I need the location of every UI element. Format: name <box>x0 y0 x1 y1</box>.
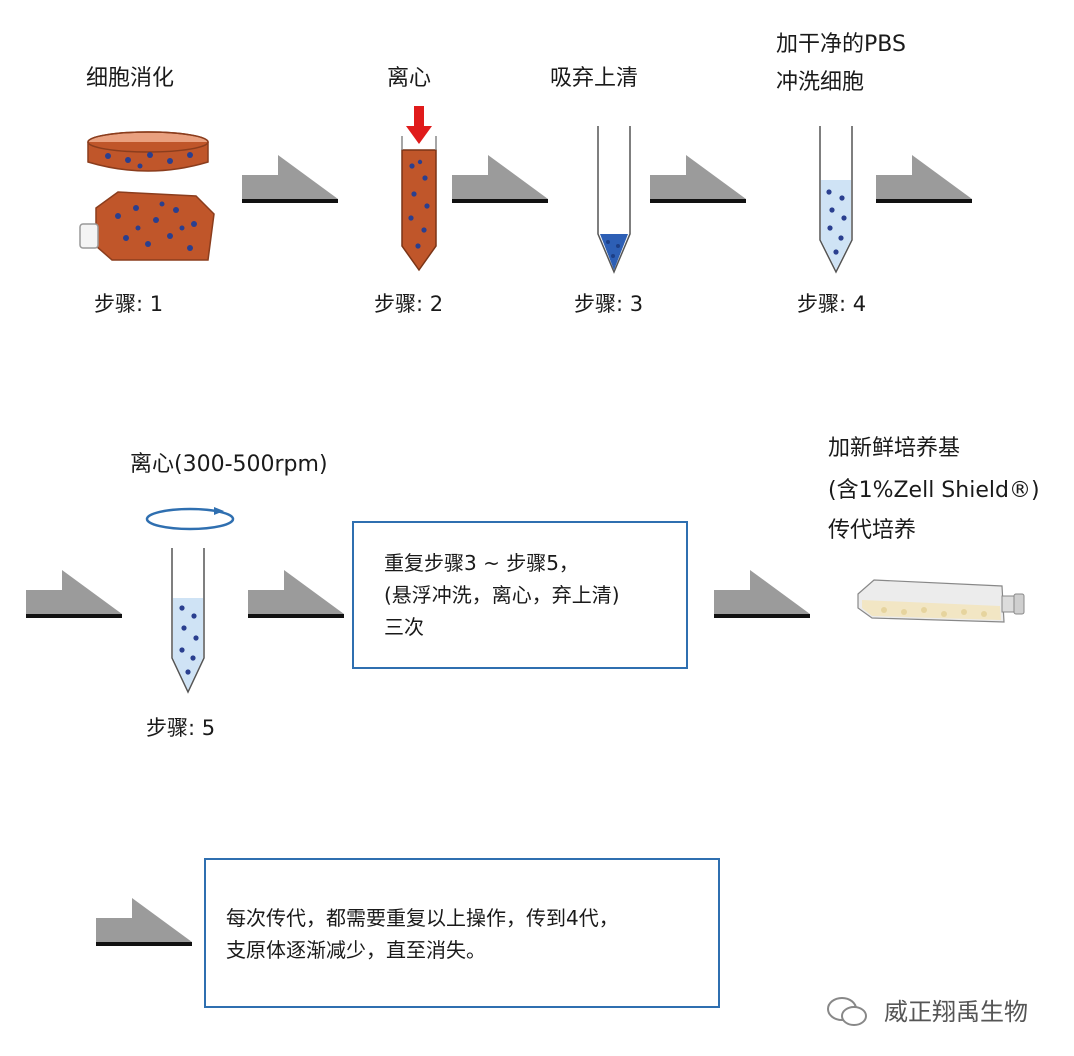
centrifuge-tube-icon <box>171 548 205 694</box>
flow-arrow-icon <box>248 570 344 618</box>
watermark-text: 威正翔禹生物 <box>884 998 1028 1026</box>
step1-title: 细胞消化 <box>86 66 175 91</box>
step3-label: 步骤: 3 <box>574 292 644 316</box>
step4-title-line1: 加干净的PBS <box>776 32 906 57</box>
repeat-line-1: 重复步骤3 ~ 步骤5， <box>384 551 579 575</box>
final-step-line3: 传代培养 <box>828 518 917 543</box>
note-line-1: 每次传代，都需要重复以上操作，传到4代， <box>226 906 619 930</box>
culture-flask-icon <box>857 579 1025 623</box>
final-step-line1: 加新鲜培养基 <box>828 436 961 461</box>
step4-label: 步骤: 4 <box>797 292 867 316</box>
culture-dish-and-flask-icon <box>79 131 215 261</box>
flow-arrow-icon <box>452 155 548 203</box>
repeat-line-2: (悬浮冲洗，离心，弃上清) <box>384 583 620 607</box>
final-step-line2: (含1%Zell Shield®) <box>828 478 1040 503</box>
note-box: 每次传代，都需要重复以上操作，传到4代， 支原体逐渐减少，直至消失。 <box>204 858 720 1008</box>
note-line-2: 支原体逐渐减少，直至消失。 <box>226 938 486 962</box>
step1-label: 步骤: 1 <box>94 292 164 316</box>
flow-arrow-icon <box>96 898 192 946</box>
step5-title: 离心(300-500rpm) <box>130 452 328 477</box>
pbs-wash-tube-icon <box>819 126 853 274</box>
flow-arrow-icon <box>26 570 122 618</box>
repeat-line-3: 三次 <box>384 615 424 639</box>
wechat-logo-icon <box>827 997 867 1026</box>
rotation-icon <box>145 507 235 531</box>
flow-arrow-icon <box>650 155 746 203</box>
centrifuge-tube-icon <box>401 106 437 272</box>
flow-arrow-icon <box>876 155 972 203</box>
flow-arrow-icon <box>714 570 810 618</box>
step3-title: 吸弃上清 <box>550 66 639 91</box>
step4-title-line2: 冲洗细胞 <box>776 70 865 95</box>
step2-title: 离心 <box>387 66 432 91</box>
step2-label: 步骤: 2 <box>374 292 444 316</box>
step5-label: 步骤: 5 <box>146 716 216 740</box>
repeat-steps-box: 重复步骤3 ~ 步骤5， (悬浮冲洗，离心，弃上清) 三次 <box>352 521 688 669</box>
pellet-tube-icon <box>597 126 631 274</box>
flow-arrow-icon <box>242 155 338 203</box>
